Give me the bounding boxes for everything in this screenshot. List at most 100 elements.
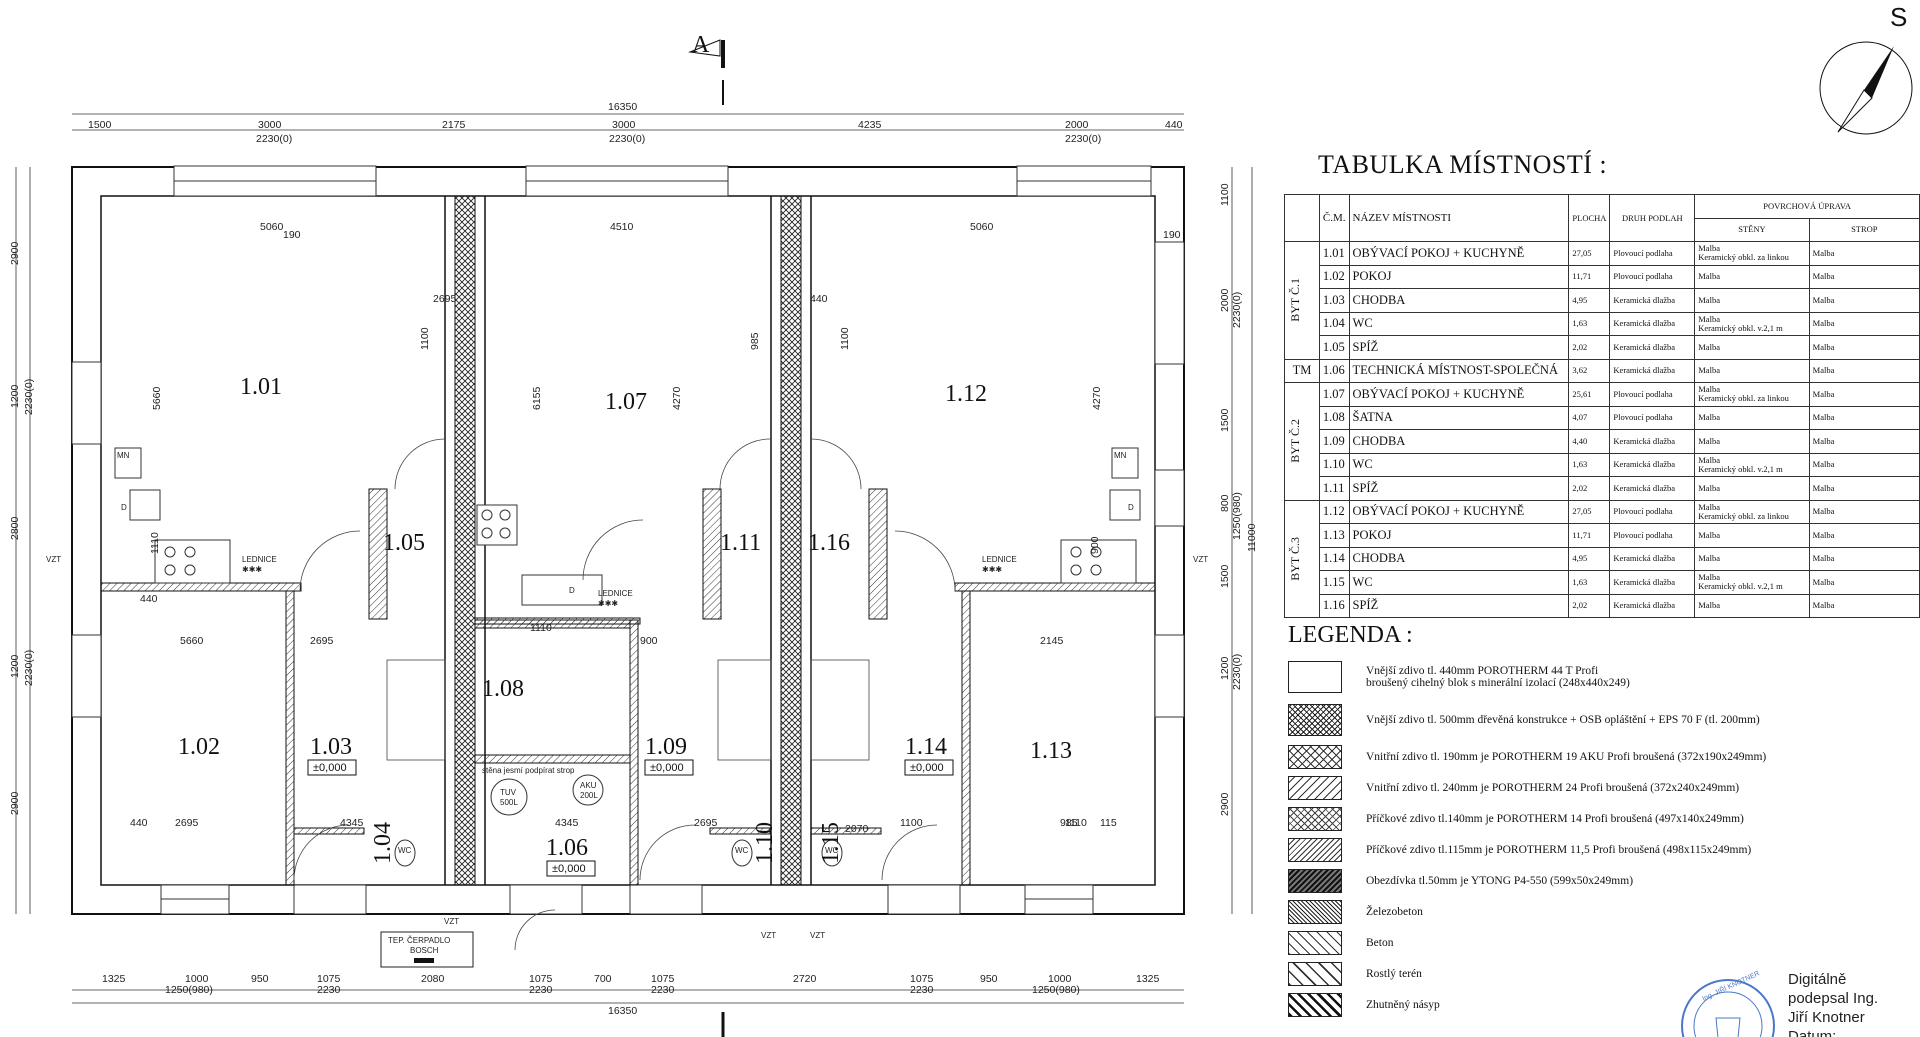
dim-right-sub: 2230(0): [1231, 654, 1243, 690]
legend-item: Příčkové zdivo tl.140mm je POROTHERM 14 …: [1288, 803, 1918, 834]
header-surface: POVRCHOVÁ ÚPRAVA: [1694, 194, 1920, 219]
dim-bottom: 700: [594, 973, 612, 985]
cell-name: ŠATNA: [1348, 405, 1570, 430]
cell-floor: Keramická dlažba: [1609, 358, 1696, 383]
dim-right-sub: 1250(980): [1231, 492, 1243, 540]
legend-item: Vnější zdivo tl. 500mm dřevěná konstrukc…: [1288, 699, 1918, 741]
legend-text: Železobeton: [1366, 905, 1423, 918]
vzt-label-4: VZT: [761, 931, 776, 940]
dim-top-total: 16350: [608, 101, 637, 113]
dim-interior: 4270: [671, 386, 683, 410]
legend-swatch: [1288, 775, 1342, 800]
cell-walls: Malba: [1694, 358, 1810, 383]
room-table-title: TABULKA MÍSTNOSTÍ :: [1318, 150, 1608, 179]
dim-interior: 1100: [839, 327, 851, 350]
dim-left: 1200: [9, 654, 21, 678]
cell-area: 27,05: [1568, 241, 1611, 266]
cell-area: 4,07: [1568, 405, 1611, 430]
legend-swatch: [1288, 704, 1342, 736]
cell-walls: Malba: [1694, 523, 1810, 548]
dryer-label-3: D: [569, 586, 575, 595]
dim-top: 1500: [88, 119, 112, 131]
stairs: [386, 659, 870, 761]
cell-walls: Malba: [1694, 335, 1810, 360]
legend-text: Vnitřní zdivo tl. 190mm je POROTHERM 19 …: [1366, 750, 1767, 763]
dim-interior: 1100: [900, 817, 923, 829]
tuv-volume: 500L: [500, 798, 518, 807]
cell-ceiling: Malba: [1808, 311, 1920, 336]
cell-no: 1.03: [1318, 288, 1350, 313]
cell-area: 11,71: [1568, 264, 1611, 289]
level-tag-box: [546, 860, 596, 877]
dim-right: 800: [1219, 494, 1231, 512]
level-tag: ±0,000: [910, 762, 944, 774]
door-swings: [293, 438, 956, 951]
legend-swatch: [1288, 744, 1342, 769]
dim-bottom-sub: 2230: [317, 984, 341, 996]
cell-walls: Malba: [1694, 476, 1810, 501]
cell-name: CHODBA: [1348, 288, 1570, 313]
cell-name: CHODBA: [1348, 429, 1570, 454]
cell-area: 4,95: [1568, 546, 1611, 571]
legend-text: Příčkové zdivo tl.140mm je POROTHERM 14 …: [1366, 812, 1744, 825]
dim-interior: 900: [1089, 536, 1101, 554]
aku-volume: 200L: [580, 791, 598, 800]
dim-interior: 440: [140, 593, 158, 605]
cell-ceiling: Malba: [1808, 335, 1920, 360]
dim-bottom: 1000: [1048, 973, 1072, 985]
cell-floor: Plovoucí podlaha: [1609, 241, 1696, 266]
legend-swatch: [1288, 992, 1342, 1017]
header-cm: Č.M.: [1318, 194, 1350, 242]
cell-no: 1.07: [1318, 382, 1350, 407]
dim-interior: 2695: [310, 635, 334, 647]
cell-floor: Keramická dlažba: [1609, 476, 1696, 501]
beam-note: stěna jesmí podpírat strop: [482, 766, 575, 775]
dim-interior: 5660: [151, 386, 163, 410]
legend-swatch: [1288, 661, 1342, 693]
dim-interior: 6155: [531, 386, 543, 410]
dim-interior: 2695: [433, 293, 457, 305]
cell-no: 1.04: [1318, 311, 1350, 336]
dim-interior: 900: [640, 635, 658, 647]
cell-area: 4,95: [1568, 288, 1611, 313]
room-table: Č.M. NÁZEV MÍSTNOSTI PLOCHA DRUH PODLAH …: [1284, 194, 1920, 618]
cell-ceiling: Malba: [1808, 241, 1920, 266]
cell-floor: Keramická dlažba: [1609, 288, 1696, 313]
cell-ceiling: Malba: [1808, 499, 1920, 524]
interior-walls: [100, 488, 1156, 886]
dim-bottom: 1000: [185, 973, 209, 985]
party-wall-left: [454, 195, 476, 886]
cell-ceiling: Malba: [1808, 288, 1920, 313]
room-label-1.08: 1.08: [482, 676, 524, 702]
cell-ceiling: Malba: [1808, 476, 1920, 501]
lednice-label-2: LEDNICE: [598, 589, 633, 598]
dim-left: 1200: [9, 384, 21, 408]
dim-top: 2000: [1065, 119, 1089, 131]
legend-item: Zhutněný násyp: [1288, 989, 1918, 1020]
dim-interior: 5660: [180, 635, 204, 647]
cell-floor: Keramická dlažba: [1609, 593, 1696, 618]
legend-item: Vnitřní zdivo tl. 190mm je POROTHERM 19 …: [1288, 741, 1918, 772]
cell-area: 11,71: [1568, 523, 1611, 548]
legend-text: Vnější zdivo tl. 500mm dřevěná konstrukc…: [1366, 714, 1760, 726]
vzt-label-1: VZT: [46, 555, 61, 564]
cell-no: 1.15: [1318, 570, 1350, 595]
mn-label-2: MN: [1114, 451, 1127, 460]
dim-left: 2800: [9, 516, 21, 540]
legend-text: Vnější zdivo tl. 440mm POROTHERM 44 T Pr…: [1366, 665, 1630, 689]
legend-item: Rostlý terén: [1288, 958, 1918, 989]
heat-pump-label: TEP. ČERPADLO: [388, 936, 450, 945]
legend-swatch: [1288, 806, 1342, 831]
aku-tank: [572, 774, 604, 806]
vzt-label-3: VZT: [444, 917, 459, 926]
level-tag-box: [644, 759, 694, 776]
dim-top-sub: 2230(0): [256, 133, 292, 145]
legend-item: Vnější zdivo tl. 440mm POROTHERM 44 T Pr…: [1288, 655, 1918, 699]
dim-right-sub: 2230(0): [1231, 292, 1243, 328]
dim-interior: 985: [1060, 817, 1078, 829]
wc-label-3: WC: [825, 846, 839, 855]
dim-bottom-total: 16350: [608, 1005, 637, 1017]
cell-walls: Malba Keramický obkl. v.2,1 m: [1694, 570, 1810, 595]
